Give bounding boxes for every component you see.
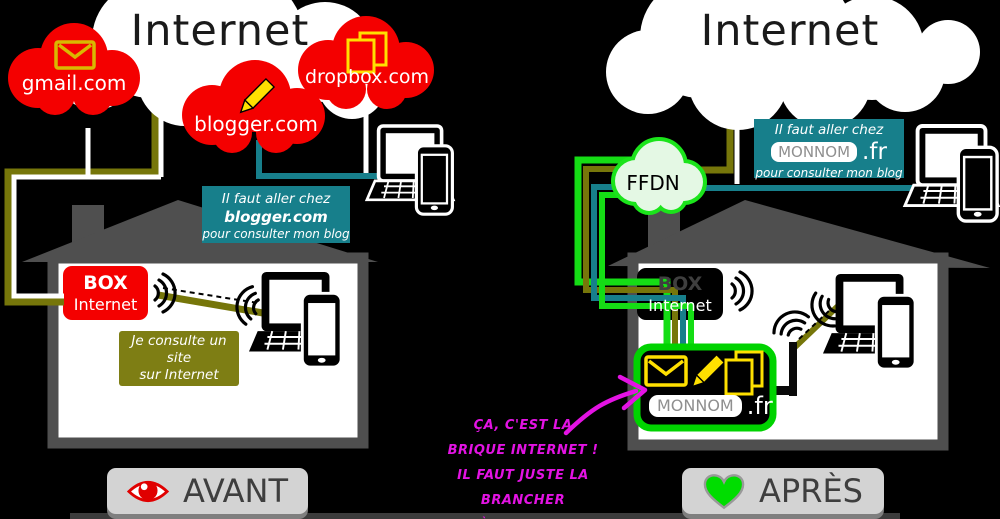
domain-pill: MONNOM [771,142,858,162]
note-line3: IL FAUT JUSTE LA BRANCHER [457,468,589,508]
copy-icon [346,31,388,74]
teal-cable [256,140,392,179]
note-line1: ÇA, C'EST LA [473,418,573,433]
box-title: BOX [83,272,128,294]
internet-box-black-label: BOX Internet [637,273,723,316]
box-subtitle: Internet [648,296,712,315]
heart-icon [703,473,745,509]
roof [22,200,378,262]
laptop-phone-visitor-right [903,124,1000,223]
gmail-label: gmail.com [21,71,127,95]
caption-line2: sur Internet [139,367,219,383]
box-title: BOX [657,273,703,295]
ffdn-label: FFDN [626,171,680,195]
domain-pill: MONNOM [649,395,742,417]
speech-line1: Il faut aller chez [221,191,331,207]
note-line2: BRIQUE INTERNET ! [447,443,599,458]
ffdn-cloud [611,137,707,215]
domain-tld: .fr [862,139,887,165]
avant-badge: AVANT [107,468,308,514]
ground-strip [70,513,900,519]
arrow [563,374,648,436]
brick-domain: MONNOM .fr [649,392,773,420]
domain-tld: .fr [746,392,773,420]
envelope-icon [54,40,96,70]
speech-line3: pour consulter mon blog [202,227,350,241]
handwritten-note: ÇA, C'EST LA BRIQUE INTERNET ! IL FAUT J… [418,413,628,519]
internet-title-right: Internet [700,6,880,56]
apres-label: APRÈS [759,472,863,510]
internet-box-red-label: BOX Internet [63,272,148,315]
dropbox-label: dropbox.com [304,66,430,88]
blogger-label: blogger.com [194,112,318,136]
blogger-cloud [182,60,325,153]
copy-icon [724,350,764,396]
eye-icon [126,480,169,502]
internet-cloud-right [606,0,980,130]
apres-badge: APRÈS [682,468,884,514]
usage-caption: Je consulte un site sur Internet [119,331,239,386]
laptop-phone-visitor-left [365,124,456,216]
internet-box-red [63,266,148,320]
antenna [770,342,797,396]
envelope-icon [644,355,688,387]
speech-bubble-right: Il faut aller chez MONNOM .fr pour consu… [754,119,904,180]
speech-line1: Il faut aller chez [774,122,884,138]
speech-bubble-left: Il faut aller chez blogger.com pour cons… [202,186,350,243]
olive-cable-bundle [583,166,678,348]
olive-link-right [791,303,841,351]
speech-line2: blogger.com [224,208,328,226]
avant-label: AVANT [182,472,289,510]
dashed-link-left [162,287,259,304]
speech-line3: pour consulter mon blog [755,166,903,180]
roof [608,200,990,268]
note-line4: À LA BOX :) [418,513,628,519]
caption-line1: Je consulte un site [131,333,227,366]
box-subtitle: Internet [73,295,138,314]
internet-title-left: Internet [130,6,310,56]
olive-cable [4,106,159,306]
